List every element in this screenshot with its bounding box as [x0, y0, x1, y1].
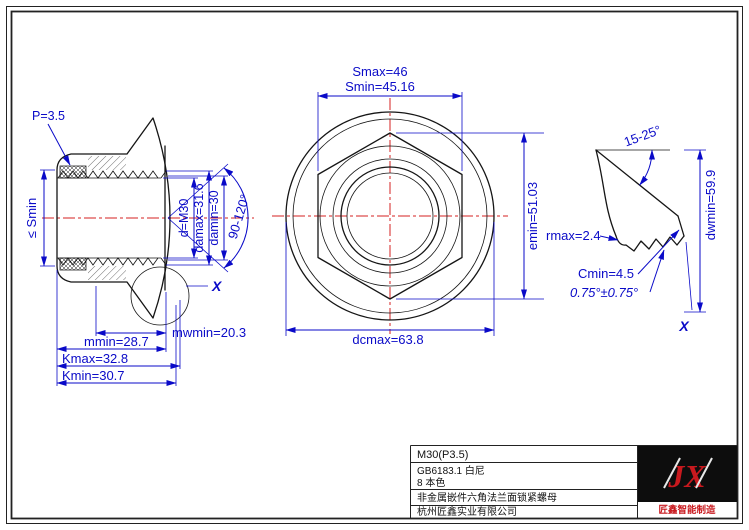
dim-emin-label: emin=51.03 — [525, 182, 540, 250]
title-grade-finish: 8 本色 — [417, 476, 445, 489]
flange-cone-line — [595, 149, 679, 217]
title-part-name: 非金属嵌件六角法兰面锁紧螺母 — [417, 491, 557, 504]
title-spec: M30(P3.5) — [417, 449, 468, 461]
title-block: M30(P3.5) GB6183.1 白尼 8 本色 非金属嵌件六角法兰面锁紧螺… — [410, 445, 738, 519]
detail-view: 15-25° dwmin=59.9 rmax=2.4 Cmin=4.5 0.75… — [546, 122, 718, 334]
outer-border — [6, 6, 743, 524]
border-frame — [6, 6, 743, 524]
logo-jx-text: JX — [667, 458, 706, 494]
dim-kmax-label: Kmax=32.8 — [62, 351, 128, 366]
title-block-lines — [410, 445, 738, 519]
inner-border — [10, 10, 739, 520]
front-view: Smax=46 Smin=45.16 emin=51.03 dcmax=63.8 — [272, 64, 544, 347]
logo-background — [638, 446, 737, 502]
dim-taper-leader — [649, 249, 665, 293]
bearing-serrations — [615, 235, 685, 252]
dim-damax-label: damax=31.6 — [192, 183, 206, 252]
thread-zigzag-top — [57, 170, 159, 179]
dim-smin-front-label: Smin=45.16 — [345, 79, 415, 94]
dim-dwmin-label: dwmin=59.9 — [703, 170, 718, 240]
dim-kmin-label: Kmin=30.7 — [62, 368, 125, 383]
flange-serration-circle — [292, 118, 488, 314]
dim-detail-angle-arc — [639, 149, 655, 186]
dim-smax-label: Smax=46 — [352, 64, 407, 79]
metal-section-hatch-bottom — [88, 266, 126, 280]
dim-pitch-label: P=3.5 — [32, 109, 65, 123]
chamfer-circle — [319, 145, 461, 287]
dim-rmax-leader — [599, 235, 619, 241]
thread-zigzag-bottom — [57, 257, 159, 266]
dim-cmin-label: Cmin=4.5 — [578, 266, 634, 281]
title-standard: GB6183.1 白尼 — [417, 464, 485, 477]
detail-x-circle — [130, 266, 190, 326]
dim-dcmax-label: dcmax=63.8 — [352, 332, 423, 347]
dim-angle-arc — [223, 167, 249, 269]
dim-mwmin-label: mwmin=20.3 — [172, 325, 246, 340]
dim-rmax-label: rmax=2.4 — [546, 228, 601, 243]
thread-minor-circle — [346, 172, 434, 260]
dim-dc-ext — [285, 222, 495, 336]
company-logo: JX 匠鑫智能制造 — [638, 446, 737, 516]
dim-d-label: d=M30 — [177, 199, 191, 238]
dim-taper-label: 0.75°±0.75° — [570, 285, 638, 300]
flange-left-curve — [595, 149, 617, 237]
dim-angle-rays — [167, 163, 229, 273]
thread-major-circle — [340, 166, 440, 266]
dim-da-ext — [163, 170, 228, 266]
dim-s-ext — [317, 92, 463, 171]
detail-x-ref-label: X — [211, 278, 223, 294]
washer-edge-line — [677, 215, 685, 237]
title-company: 杭州匠鑫实业有限公司 — [417, 505, 517, 518]
logo-slash-icon — [663, 457, 713, 489]
dim-damin-label: damin=30 — [207, 190, 221, 245]
dim-e-ext — [396, 132, 544, 300]
dim-mmin-label: mmin=28.7 — [84, 334, 149, 349]
dim-pitch-leader — [47, 123, 71, 166]
insert-circle — [332, 158, 448, 274]
bottom-dims-ext — [56, 270, 181, 386]
nut-section-outline — [56, 117, 171, 319]
detail-view-x-label: X — [678, 318, 690, 334]
countersink-chamfer — [160, 170, 167, 266]
dim-smin-label: ≤ Smin — [24, 198, 39, 238]
hexagon — [317, 132, 463, 300]
flange-outer-circle — [285, 111, 495, 321]
dim-detail-angle-label: 15-25° — [622, 122, 663, 149]
logo-caption: 匠鑫智能制造 — [658, 504, 716, 516]
metal-section-hatch-top — [88, 156, 126, 170]
section-view: X P=3.5 ≤ Smin d=M30 damax=31.6 damin=30… — [24, 109, 254, 386]
bore-crest-lines — [57, 177, 161, 259]
